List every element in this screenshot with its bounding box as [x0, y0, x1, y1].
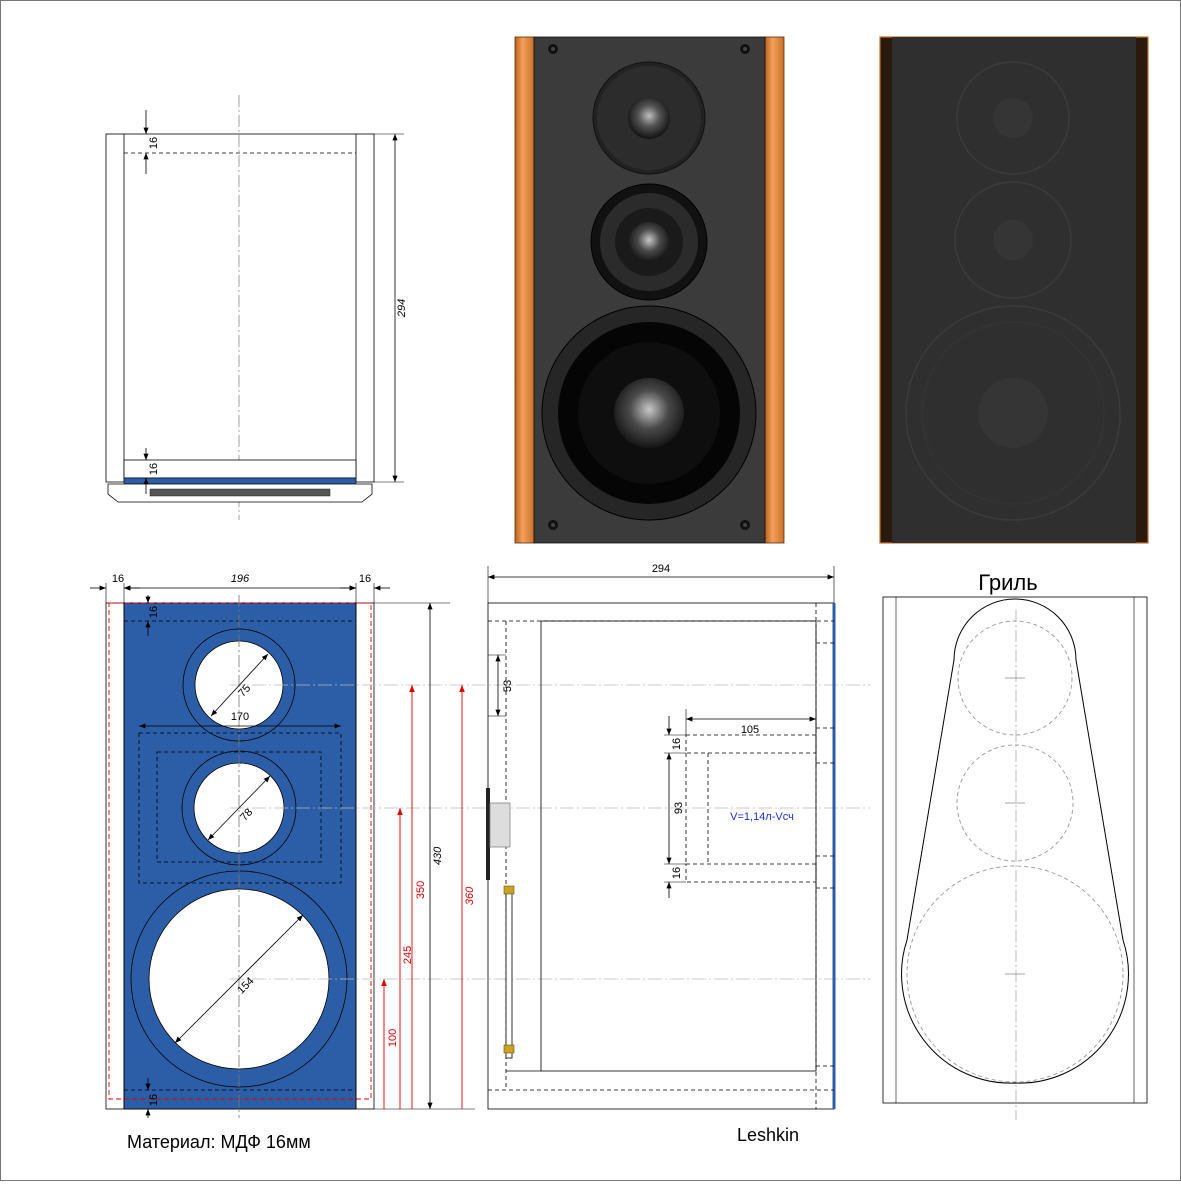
dim-depth: 294: [396, 299, 408, 318]
mid-chamber-top: [685, 734, 817, 754]
volume-label: V=1,14л-Vсч: [730, 811, 794, 823]
dim-height: 430: [432, 846, 444, 865]
mid-chamber-bottom: [685, 863, 817, 883]
front-panel: 75 170 78 154 16 196 16 16 16 430 100: [90, 573, 870, 1118]
dim-inner-width: 196: [231, 573, 250, 585]
dim-woofer-center: 100: [387, 1029, 399, 1047]
terminal-cup: [489, 802, 511, 848]
dim-bottom-board: 16: [148, 1094, 160, 1106]
dim-left-side: 16: [112, 573, 124, 585]
midrange: [590, 183, 708, 301]
dim-box-wall-top: 16: [671, 738, 683, 750]
left-wood-side: [514, 36, 535, 544]
inner-volume: [540, 620, 817, 1072]
dim-box-depth: 105: [741, 724, 759, 736]
dim-right-side: 16: [359, 573, 371, 585]
terminal-plate: [486, 788, 490, 880]
screw-icon: [548, 44, 750, 530]
grille-cutout: [901, 598, 1129, 1084]
grille-edge: [149, 488, 331, 497]
dim-side-depth: 294: [652, 563, 670, 575]
material-label: Материал: МДФ 16мм: [127, 1132, 311, 1152]
grille-drawing: Гриль: [882, 570, 1148, 1120]
front-render: [514, 36, 785, 544]
grille-title: Гриль: [978, 570, 1038, 595]
crossover-board: [505, 887, 513, 1059]
dim-mid-box: 170: [231, 711, 249, 723]
right-wood-side: [764, 36, 785, 544]
front-baffle-edge: [123, 477, 357, 485]
dim-box-inner: 93: [673, 802, 685, 814]
red-outline: [108, 602, 372, 1100]
bracket-bottom: [503, 1044, 515, 1054]
woofer: [541, 305, 757, 521]
author-label: Leshkin: [737, 1125, 799, 1145]
bracket-top: [503, 885, 515, 895]
grille-outline: [882, 596, 1148, 1104]
dim-bottom-wall: 16: [148, 463, 160, 475]
dim-mid-center: 245: [402, 946, 414, 964]
dim-box-wall-bottom: 16: [671, 867, 683, 879]
dim-mid-center-alt: 350: [415, 881, 427, 899]
dim-top-wall: 16: [148, 137, 160, 149]
side-section: V=1,14л-Vсч 294 53 105 16 93 16: [486, 563, 836, 1110]
dim-top-board: 16: [148, 606, 160, 618]
dim-offset: 53: [502, 680, 514, 692]
top-view: 16 16 294: [105, 95, 408, 520]
tweeter: [592, 61, 706, 175]
dim-tweeter-center: 360: [464, 886, 476, 905]
grille-render: [879, 36, 1149, 544]
